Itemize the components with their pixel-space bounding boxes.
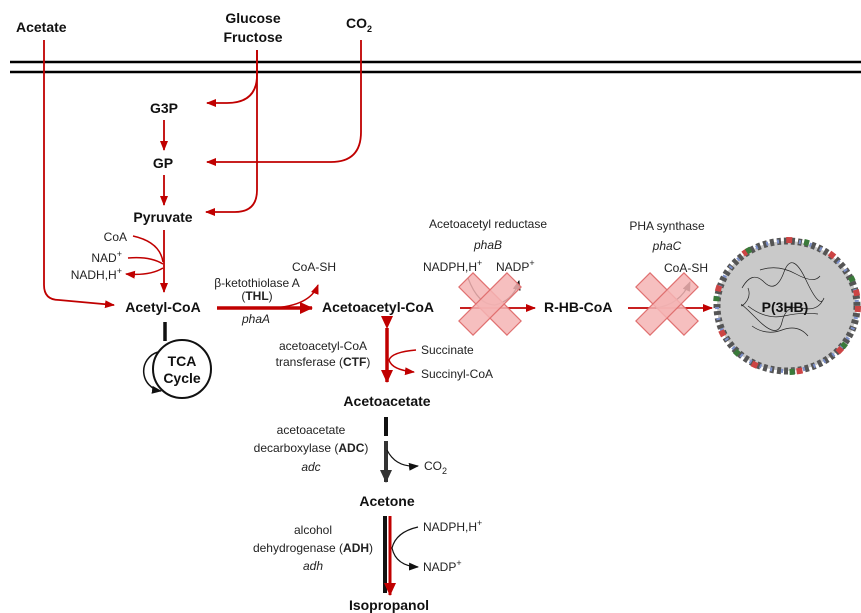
knockout-cross-phac: [635, 272, 699, 336]
label-succinate: Succinate: [421, 343, 474, 357]
label-nad: NAD+: [91, 249, 122, 265]
arrow-nadph-adh: [391, 526, 419, 571]
arrow-nadh-out: [125, 267, 164, 279]
label-adh-gene: adh: [303, 559, 323, 573]
label-ctf-line1: acetoacetyl-CoA: [279, 339, 367, 353]
label-tca-line1: TCA: [168, 353, 197, 369]
p3hb-granule-proteins: [713, 237, 861, 375]
label-adh-line1: alcohol: [294, 523, 332, 537]
label-acetone: Acetone: [359, 493, 414, 509]
label-thl-abbr: (THL): [241, 289, 272, 303]
label-gp: GP: [153, 155, 173, 171]
p3hb-polymer-chains: [741, 262, 825, 337]
arrow-sugar-to-pyruvate: [205, 50, 258, 216]
label-acetoacetate: Acetoacetate: [343, 393, 430, 409]
label-isopropanol: Isopropanol: [349, 597, 429, 613]
label-succinyl-coa: Succinyl-CoA: [421, 367, 493, 381]
label-coa: CoA: [104, 230, 127, 244]
arrow-coa-sh-out: [271, 284, 319, 309]
label-glucose: Glucose: [225, 10, 280, 26]
label-phab-gene: phaB: [473, 238, 502, 252]
arrow-nad-in: [127, 256, 164, 265]
label-nadph-adh: NADPH,H+: [423, 518, 482, 534]
arrow-acetate-to-acetylcoa: [43, 40, 115, 309]
label-nadph-phab: NADPH,H+: [423, 258, 482, 274]
label-acetyl-coa: Acetyl-CoA: [125, 299, 200, 315]
label-nadp-adh: NADP+: [423, 558, 462, 574]
arrow-co2-out: [386, 449, 419, 471]
label-coa-sh: CoA-SH: [292, 260, 336, 274]
tca-cycle-circle: [152, 339, 212, 399]
label-adc-line1: acetoacetate: [277, 423, 346, 437]
label-adc-line2: decarboxylase (ADC): [254, 441, 369, 455]
label-adc-gene: adc: [301, 460, 320, 474]
arrow-succinate-to-succinylcoa: [388, 349, 417, 376]
label-acetoacetyl-coa: Acetoacetyl-CoA: [322, 299, 434, 315]
arrow-sugar-to-g3p: [206, 50, 258, 107]
label-rhb-coa: R-HB-CoA: [544, 299, 612, 315]
label-co2-product: CO2: [424, 459, 447, 476]
knockout-cross-phab: [458, 272, 522, 336]
label-g3p: G3P: [150, 100, 178, 116]
label-acetate: Acetate: [16, 19, 67, 35]
label-phab-name: Acetoacetyl reductase: [429, 217, 547, 231]
label-phac-gene: phaC: [652, 239, 682, 253]
label-p3hb: P(3HB): [762, 299, 809, 315]
label-phac-name: PHA synthase: [629, 219, 705, 233]
label-thl-name: β-ketothiolase A: [214, 276, 300, 290]
arrow-coa-in: [132, 235, 164, 263]
arrow-co2-to-gp: [206, 40, 362, 166]
label-nadp-phab: NADP+: [496, 258, 535, 274]
tca-cycle-arrow: [142, 351, 162, 394]
label-pyruvate: Pyruvate: [133, 209, 192, 225]
label-adh-line2: dehydrogenase (ADH): [253, 541, 373, 555]
label-tca-line2: Cycle: [163, 370, 201, 386]
label-nadh: NADH,H+: [71, 266, 122, 282]
label-fructose: Fructose: [223, 29, 282, 45]
label-ctf-line2: transferase (CTF): [276, 355, 371, 369]
label-co2-substrate: CO2: [346, 15, 372, 34]
label-thl-gene: phaA: [241, 312, 270, 326]
label-coa-sh-phac: CoA-SH: [664, 261, 708, 275]
